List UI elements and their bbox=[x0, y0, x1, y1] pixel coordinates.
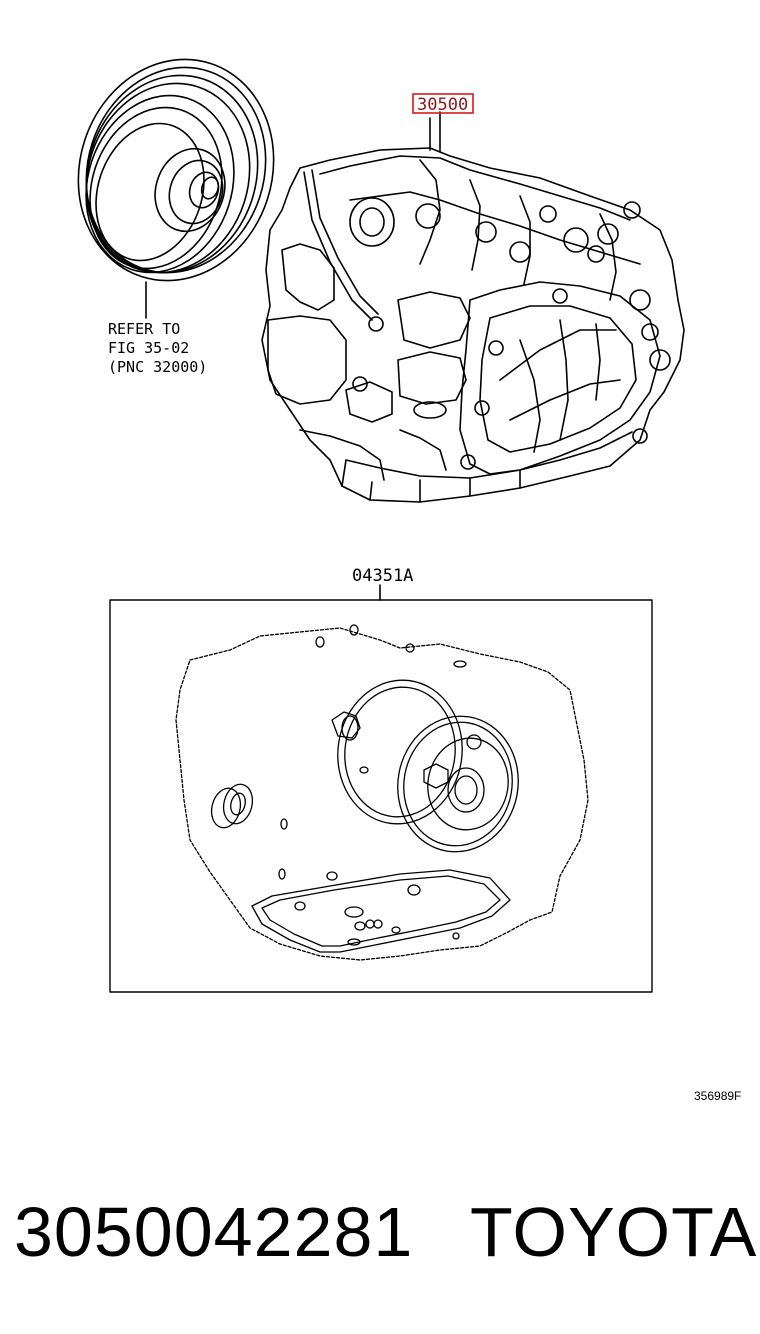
gasket-kit-box bbox=[109, 599, 653, 993]
footer-part-number: 3050042281 bbox=[14, 1193, 414, 1271]
refer-note-line2: FIG 35-02 bbox=[108, 339, 189, 357]
gasket-kit-drawing bbox=[175, 624, 589, 961]
transaxle-drawing bbox=[261, 111, 685, 503]
main-part-callout: 30500 bbox=[417, 95, 468, 115]
gasket-kit-callout: 04351A bbox=[352, 566, 413, 586]
torque-converter-drawing bbox=[77, 58, 275, 319]
refer-note-line1: REFER TO bbox=[108, 320, 180, 338]
footer-brand: TOYOTA bbox=[470, 1193, 758, 1271]
callout-highlight-box bbox=[412, 93, 474, 114]
figure-id: 356989F bbox=[694, 1089, 741, 1103]
refer-note-line3: (PNC 32000) bbox=[108, 358, 207, 376]
